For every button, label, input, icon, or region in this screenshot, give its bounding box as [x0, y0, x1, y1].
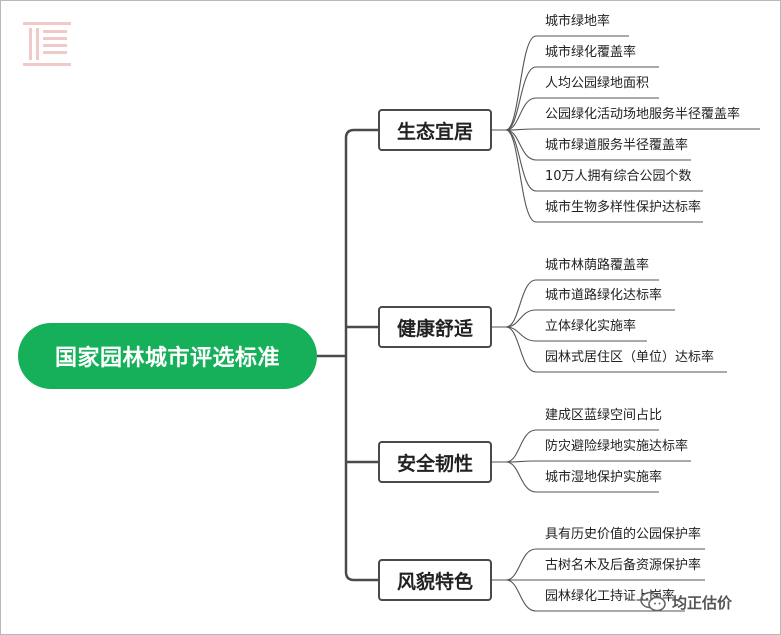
leaf-item: 城市绿化覆盖率	[545, 45, 637, 60]
category-node: 风貌特色	[378, 559, 492, 601]
leaf-item: 城市道路绿化达标率	[545, 288, 663, 303]
category-node: 生态宜居	[378, 109, 492, 151]
leaf-item: 城市林荫路覆盖率	[545, 258, 650, 273]
leaf-item: 具有历史价值的公园保护率	[545, 527, 702, 542]
wechat-icon	[640, 591, 666, 612]
leaf-item: 城市湿地保护实施率	[545, 470, 663, 485]
category-node: 安全韧性	[378, 441, 492, 483]
leaf-connector	[492, 129, 703, 223]
leaf-item: 城市绿道服务半径覆盖率	[545, 138, 689, 153]
leaf-connector	[492, 326, 727, 373]
category-connector	[344, 128, 378, 139]
leaf-item: 古树名木及后备资源保护率	[545, 558, 702, 573]
leaf-connector	[492, 35, 629, 131]
leaf-item: 公园绿化活动场地服务半径覆盖率	[545, 107, 741, 122]
watermark: 均正估价	[640, 590, 732, 614]
category-node: 健康舒适	[378, 306, 492, 348]
leaf-item: 人均公园绿地面积	[545, 76, 650, 91]
leaf-item: 立体绿化实施率	[545, 319, 637, 334]
category-connector	[344, 571, 378, 582]
leaf-item: 防灾避险绿地实施达标率	[545, 439, 689, 454]
leaf-connector	[492, 460, 691, 463]
leaf-item: 城市生物多样性保护达标率	[545, 200, 702, 215]
leaf-item: 10万人拥有综合公园个数	[545, 169, 692, 184]
leaf-connector	[492, 579, 685, 612]
watermark-text: 均正估价	[672, 593, 733, 612]
leaf-connector	[492, 128, 760, 131]
leaf-item: 城市绿地率	[545, 14, 611, 29]
root-node: 国家园林城市评选标准	[18, 323, 317, 389]
logo-icon	[22, 20, 72, 68]
leaf-item: 建成区蓝绿空间占比	[545, 408, 663, 423]
leaf-item: 园林绿化工持证上岗率	[545, 589, 676, 604]
leaf-connector	[492, 461, 659, 493]
leaf-item: 园林式居住区（单位）达标率	[545, 350, 715, 365]
